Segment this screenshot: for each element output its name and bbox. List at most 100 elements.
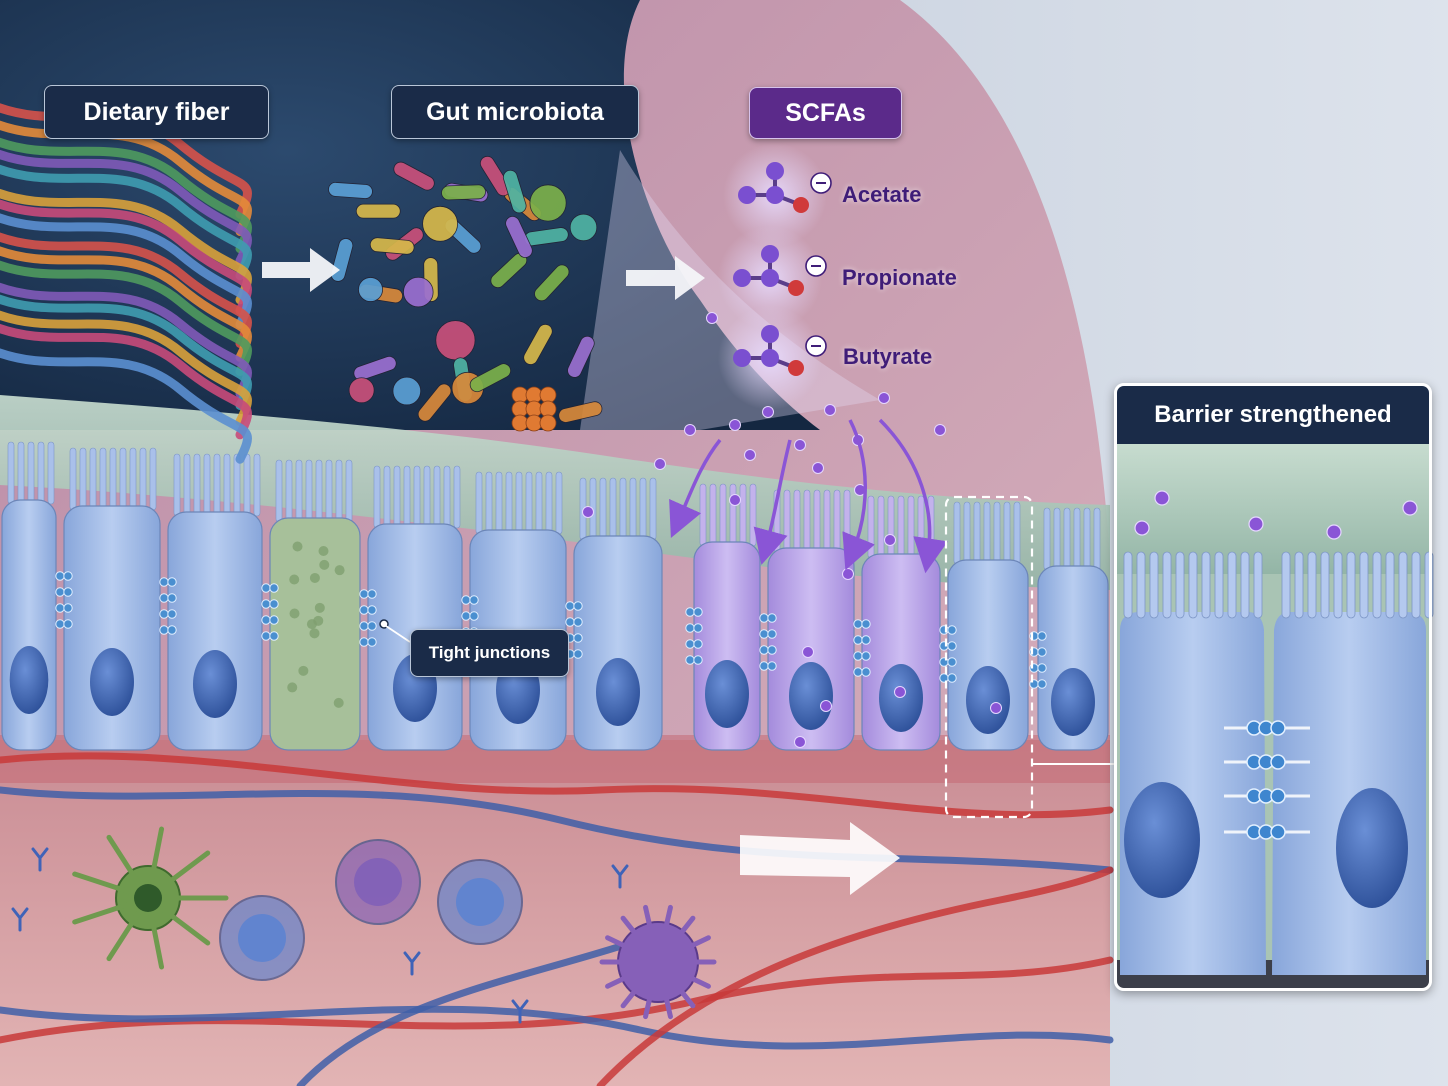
macrophage-spike xyxy=(679,915,696,935)
microvillus xyxy=(423,465,431,529)
microvillus xyxy=(7,441,15,505)
microvillus xyxy=(699,483,707,547)
microvillus xyxy=(983,501,991,565)
inset-microvillus xyxy=(1253,551,1263,619)
bacterium-cluster xyxy=(525,414,543,432)
scfa-particle xyxy=(794,439,806,451)
dietary-fiber-strands xyxy=(0,103,252,464)
macrophage-spike xyxy=(679,989,696,1009)
macrophage-spike xyxy=(689,975,711,989)
scfa-diffusion-arrows xyxy=(669,418,948,574)
goblet-granule xyxy=(333,697,344,708)
dendritic-nucleus xyxy=(134,884,162,912)
junction-protein xyxy=(767,613,777,623)
junction-protein xyxy=(261,615,271,625)
microvillus xyxy=(413,465,421,529)
junction-protein xyxy=(461,595,471,605)
junction-protein xyxy=(767,629,777,639)
microvillus xyxy=(639,477,647,541)
microvillus xyxy=(1083,507,1091,571)
inset-zoom-view xyxy=(1117,444,1434,988)
bacterium-rod xyxy=(479,155,511,197)
microvillus xyxy=(203,453,211,517)
bacterium-coccus xyxy=(348,377,375,404)
bacterium-rod xyxy=(505,215,533,258)
lymphocyte-nucleus xyxy=(238,914,286,962)
inset-microvillus xyxy=(1162,551,1172,619)
bacterium-rod xyxy=(534,264,570,302)
goblet-granule xyxy=(298,665,309,676)
junction-protein xyxy=(759,629,769,639)
macrophage-spike xyxy=(643,904,653,928)
junction-protein xyxy=(63,619,73,629)
inset-microvillus xyxy=(1333,551,1343,619)
acetate-label: Acetate xyxy=(842,182,922,207)
junction-protein xyxy=(367,637,377,647)
microvillus xyxy=(453,465,461,529)
cell-nucleus xyxy=(879,664,923,732)
inset-microvillus xyxy=(1385,551,1395,619)
goblet-granule xyxy=(292,541,303,552)
molecule-atom xyxy=(733,269,751,287)
junction-protein xyxy=(853,635,863,645)
goblet-granule xyxy=(313,615,324,626)
scfa-molecules xyxy=(718,143,832,410)
junction-protein xyxy=(261,583,271,593)
macrophage-spike xyxy=(620,989,637,1009)
microvillus xyxy=(139,447,147,511)
junction-protein xyxy=(1037,679,1047,689)
bacterium-cluster xyxy=(511,414,529,432)
scfa-particle xyxy=(842,568,854,580)
scfa-particle xyxy=(878,392,890,404)
antibody xyxy=(511,999,529,1024)
arrow-fiber-to-microbiota xyxy=(262,248,340,292)
microvillus xyxy=(243,453,251,517)
scfa-particle xyxy=(820,700,832,712)
inset-microvillus xyxy=(1346,551,1356,619)
bacterium-rod xyxy=(567,335,595,378)
inset-junction-protein xyxy=(1270,788,1286,804)
microvillus xyxy=(525,471,533,535)
microvillus xyxy=(917,495,925,559)
cell-nucleus xyxy=(596,658,640,726)
immune-cells xyxy=(11,826,717,1024)
selected-cell-box xyxy=(944,495,1034,819)
mucus-layer xyxy=(0,395,1110,590)
junction-protein xyxy=(55,571,65,581)
inset-scfa-particle xyxy=(1154,490,1170,506)
molecule-atom xyxy=(733,349,751,367)
junction-protein xyxy=(1037,647,1047,657)
inset-microvillus xyxy=(1320,551,1330,619)
junction-protein xyxy=(767,661,777,671)
fiber-strand xyxy=(0,232,252,348)
microvillus xyxy=(993,501,1001,565)
microvillus xyxy=(1043,507,1051,571)
macrophage-spike xyxy=(663,996,673,1020)
blood-vessels xyxy=(0,752,1114,1086)
microvillus xyxy=(69,447,77,511)
microvillus xyxy=(729,483,737,547)
junction-protein xyxy=(1037,631,1047,641)
inset-microvillus xyxy=(1294,551,1304,619)
junction-protein xyxy=(55,603,65,613)
microvillus xyxy=(17,441,25,505)
microvillus xyxy=(173,453,181,517)
microvillus xyxy=(545,471,553,535)
molecule-atom xyxy=(761,269,779,287)
junction-protein xyxy=(853,651,863,661)
cell-nucleus xyxy=(9,646,49,714)
microvillus xyxy=(325,459,333,523)
macrophage-spike xyxy=(605,935,627,949)
junction-protein xyxy=(261,599,271,609)
microvillus xyxy=(393,465,401,529)
microvillus xyxy=(813,489,821,553)
antibody xyxy=(11,907,29,932)
microvillus xyxy=(275,459,283,523)
inset-microvillus xyxy=(1307,551,1317,619)
inset-nucleus-right xyxy=(1336,788,1408,908)
inset-microvillus xyxy=(1214,551,1224,619)
goblet-granule xyxy=(289,608,300,619)
inset-nucleus-left xyxy=(1124,782,1200,898)
junction-protein xyxy=(55,619,65,629)
dietary-fiber-label: Dietary fiber xyxy=(44,85,269,139)
